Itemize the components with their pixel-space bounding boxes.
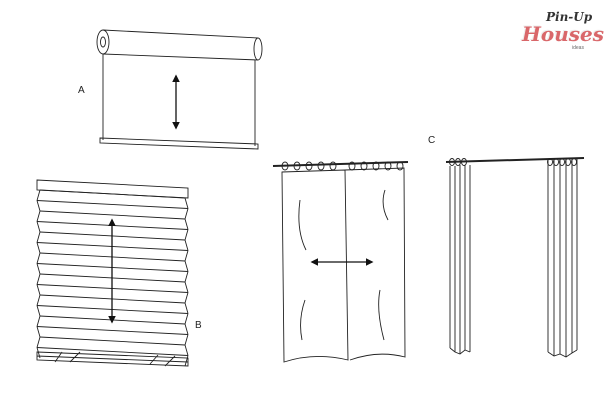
pleat-edge [36, 326, 189, 346]
curtain-ring [559, 158, 565, 166]
curtain-ring [281, 161, 289, 171]
pleat-edge [36, 263, 189, 283]
curtain-ring [348, 161, 356, 171]
curtain-ring [565, 158, 571, 166]
curtain-ring [305, 161, 313, 171]
pleat-fold [39, 336, 186, 346]
pleat-fold [39, 210, 186, 220]
label-b: B [195, 320, 202, 331]
pleat-edge [36, 273, 189, 293]
pleat-fold [36, 200, 189, 209]
pleat-edge [36, 221, 189, 241]
pleat-fold [36, 347, 189, 356]
pleat-bottom [36, 351, 189, 367]
curtain-ring [455, 158, 461, 166]
pleat-edge [36, 294, 189, 314]
pleat-fold [39, 189, 186, 199]
pleat-edge [36, 315, 189, 335]
label-a: A [78, 85, 85, 96]
curtain-ring [553, 158, 559, 166]
curtain-ring [461, 158, 467, 166]
logo: Pin-Up Houses ideas [522, 10, 605, 51]
pleat-edge [36, 305, 189, 325]
pleat-fold [36, 326, 189, 335]
pleat-edge [36, 284, 189, 304]
pleat-edge [36, 242, 189, 262]
curtain-ring [547, 158, 553, 166]
label-c: C [428, 135, 436, 146]
pleat-edge [36, 336, 189, 356]
pleat-edge [36, 252, 189, 272]
curtain-ring [571, 158, 577, 166]
curtain-ring [384, 161, 392, 171]
pleat-cords [54, 351, 176, 367]
curtain-ring [396, 161, 404, 171]
curtain-ring [317, 161, 325, 171]
curtain-ring [449, 158, 455, 166]
pleat-edge [36, 210, 189, 230]
curtain-ring [329, 161, 337, 171]
roller-blind [96, 29, 263, 150]
pleat-edge [36, 189, 189, 209]
pleat-edge [36, 231, 189, 251]
curtain-ring [293, 161, 301, 171]
pleat-header [36, 179, 189, 199]
pleat-edge [36, 200, 189, 220]
curtains-closed [272, 161, 409, 363]
curtains-open [445, 157, 585, 358]
